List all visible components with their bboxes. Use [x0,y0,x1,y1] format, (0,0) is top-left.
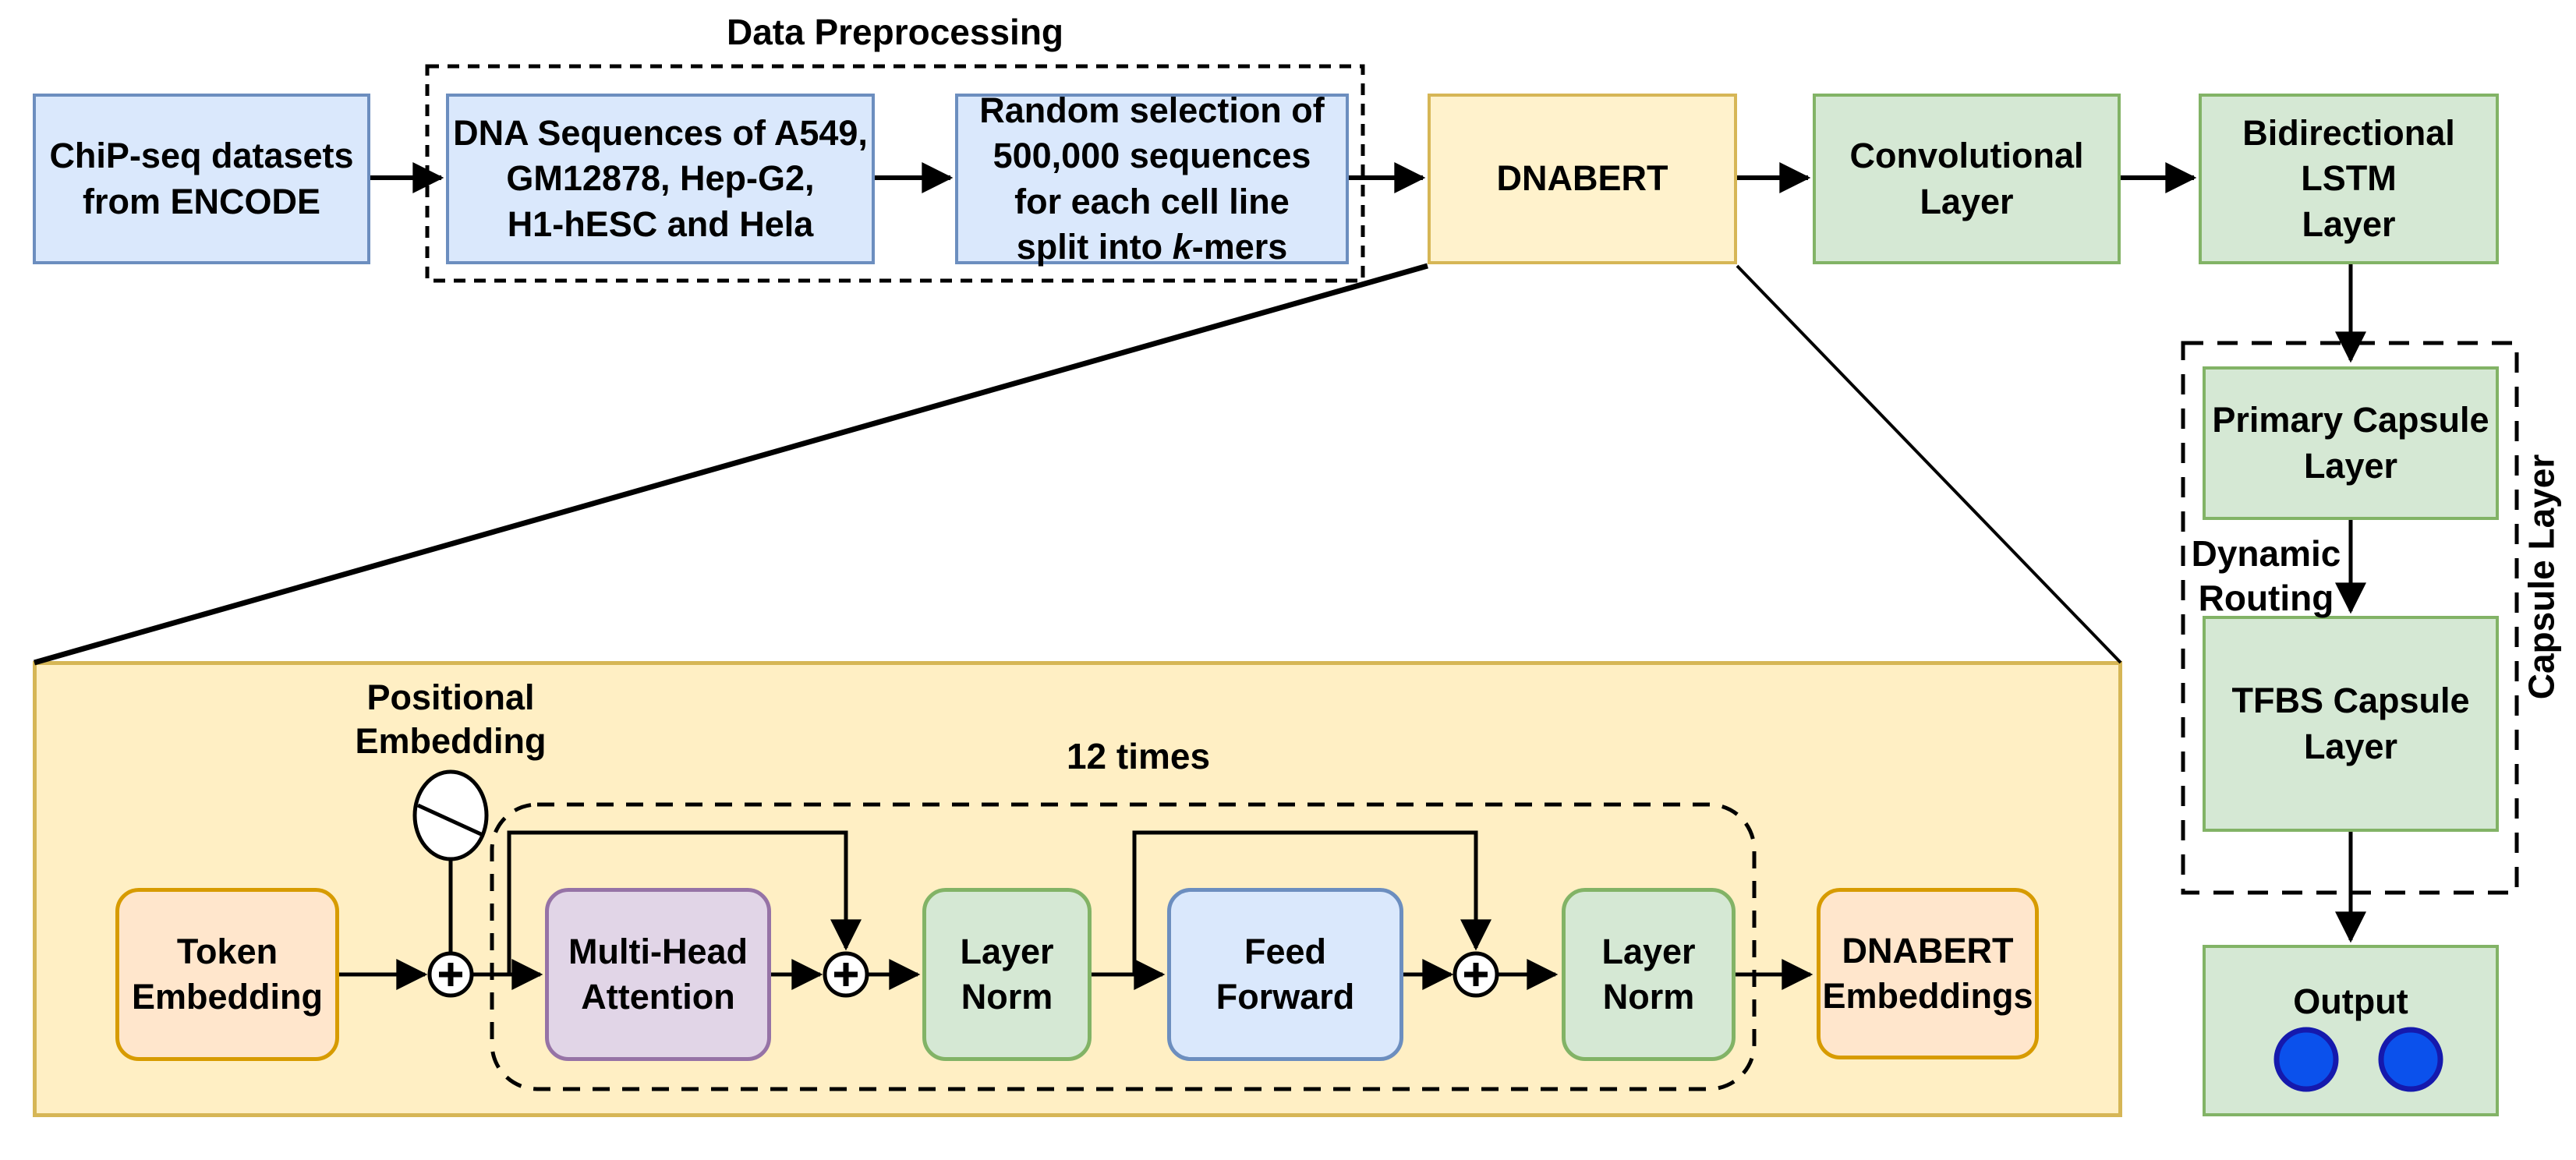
data-preprocessing-title: Data Preprocessing [726,12,1064,53]
multi-head-attention-label: Multi-Head Attention [568,931,748,1017]
zoom-line-right [1736,264,2122,664]
random-selection-box: Random selection of 500,000 sequences fo… [955,90,1349,267]
dnabert-embeddings-box: DNABERT Embeddings [1817,888,2039,1059]
chipseq-datasets-box: ChiP-seq datasets from ENCODE [33,94,370,264]
primary-capsule-label: Primary Capsule Layer [2212,400,2489,486]
dna-sequences-label: DNA Sequences of A549, GM12878, Hep-G2, … [453,112,868,244]
convolutional-layer-box: Convolutional Layer [1813,94,2121,264]
positional-embedding-label: Positional Embedding [355,677,547,761]
random-selection-label: Random selection of 500,000 sequences fo… [979,90,1325,267]
zoom-line-left [34,263,1428,666]
dnabert-embeddings-label: DNABERT Embeddings [1822,930,2033,1017]
layer-norm-1-box: Layer Norm [922,888,1092,1061]
capsule-layer-group-label: Capsule Layer [2521,454,2562,700]
bidirectional-lstm-box: Bidirectional LSTM Layer [2199,94,2499,264]
token-embedding-box: Token Embedding [115,888,339,1061]
layer-norm-2-label: Layer Norm [1601,931,1696,1017]
feed-forward-box: Feed Forward [1167,888,1403,1061]
repeat-12-times-label: 12 times [1066,736,1211,777]
token-embedding-label: Token Embedding [132,931,323,1017]
convolutional-layer-label: Convolutional Layer [1849,136,2084,221]
dynamic-routing-label: Dynamic Routing [2191,532,2341,619]
primary-capsule-box: Primary Capsule Layer [2203,366,2499,520]
output-box: Output [2203,945,2499,1116]
feed-forward-label: Feed Forward [1215,931,1355,1017]
multi-head-attention-box: Multi-Head Attention [545,888,771,1061]
dna-sequences-box: DNA Sequences of A549, GM12878, Hep-G2, … [446,94,875,264]
chipseq-datasets-label: ChiP-seq datasets from ENCODE [49,136,354,221]
layer-norm-2-box: Layer Norm [1562,888,1736,1061]
bidirectional-lstm-label: Bidirectional LSTM Layer [2242,112,2455,244]
dnabert-label: DNABERT [1496,158,1668,199]
dnabert-box: DNABERT [1428,94,1737,264]
tfbs-capsule-box: TFBS Capsule Layer [2203,616,2499,832]
tfbs-capsule-label: TFBS Capsule Layer [2231,681,2470,766]
output-label: Output [2293,981,2408,1021]
layer-norm-1-label: Layer Norm [960,931,1054,1017]
